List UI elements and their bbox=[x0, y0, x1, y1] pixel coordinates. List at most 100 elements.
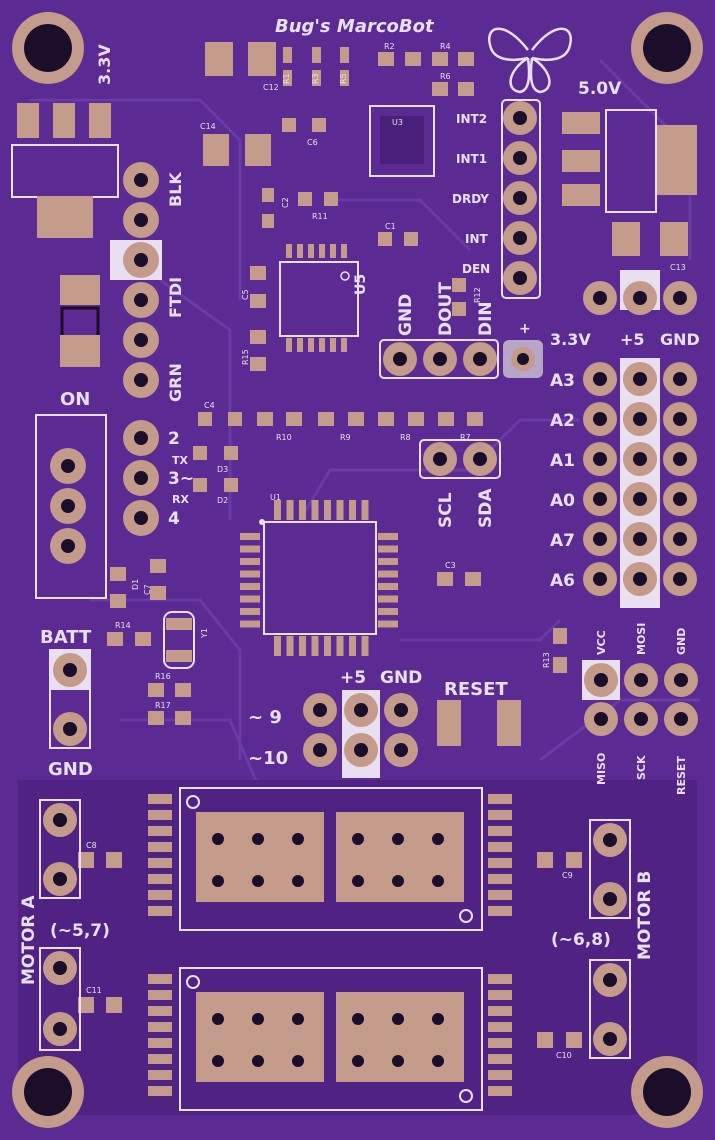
regulator-right bbox=[562, 109, 697, 213]
des-d2: D2 bbox=[217, 496, 228, 505]
label-reset: RESET bbox=[444, 679, 508, 700]
chip-u3 bbox=[369, 105, 435, 177]
crystal-y1 bbox=[163, 611, 195, 669]
label-batt-gnd: GND bbox=[48, 759, 93, 780]
label-analog-a2: A2 bbox=[550, 411, 575, 431]
label-motor-a-pins: (~5,7) bbox=[50, 921, 110, 941]
serial-header bbox=[123, 420, 159, 536]
label-analog-a3: A3 bbox=[550, 371, 575, 391]
analog-header bbox=[583, 358, 697, 608]
imu-header bbox=[501, 99, 541, 299]
des-u1: U1 bbox=[270, 493, 281, 502]
label-scl: SCL bbox=[436, 492, 456, 528]
label-dout: DOUT bbox=[436, 282, 456, 336]
label-isp-vcc: VCC bbox=[595, 630, 608, 655]
label-pin2: 2 bbox=[168, 429, 180, 449]
label-pwm-gnd: GND bbox=[380, 668, 422, 688]
des-c14: C14 bbox=[200, 122, 216, 131]
des-c10: C10 bbox=[556, 1051, 572, 1060]
label-isp-miso: MISO bbox=[595, 753, 608, 785]
label-pin9: ~ 9 bbox=[248, 707, 282, 728]
label-motor-b-pins: (~6,8) bbox=[551, 930, 611, 950]
des-r1: R1 bbox=[282, 73, 291, 84]
battery-connector bbox=[49, 649, 91, 749]
i2c-header bbox=[419, 439, 501, 479]
mounting-holes bbox=[12, 12, 703, 1128]
label-isp-reset: RESET bbox=[675, 756, 688, 795]
motor-a-connectors bbox=[39, 799, 81, 1051]
des-c13: C13 bbox=[670, 263, 686, 272]
label-int1: INT1 bbox=[456, 152, 487, 166]
butterfly-logo-icon bbox=[487, 27, 573, 94]
des-c12: C12 bbox=[263, 83, 279, 92]
des-c3: C3 bbox=[445, 561, 456, 570]
label-int2: INT2 bbox=[456, 112, 487, 126]
label-pin10: ~10 bbox=[248, 748, 288, 769]
ftdi-header bbox=[110, 162, 162, 398]
label-isp-mosi: MOSI bbox=[635, 623, 648, 655]
motor-driver-a bbox=[179, 787, 483, 931]
des-r11: R11 bbox=[312, 212, 328, 221]
des-d1: D1 bbox=[131, 579, 140, 590]
power-switch bbox=[35, 414, 107, 599]
label-analog-a7: A7 bbox=[550, 531, 575, 551]
des-r12: R12 bbox=[473, 287, 482, 303]
status-led bbox=[503, 340, 543, 378]
label-den: DEN bbox=[462, 262, 490, 276]
des-c11: C11 bbox=[86, 986, 102, 995]
label-ftdi: FTDI bbox=[166, 277, 185, 318]
des-u5: U5 bbox=[353, 274, 369, 295]
led-plus-mark: + bbox=[519, 321, 531, 337]
des-c5: C5 bbox=[241, 289, 250, 300]
label-pin3: 3~ bbox=[168, 469, 194, 489]
label-isp-sck: SCK bbox=[635, 755, 648, 780]
label-5v0: 5.0V bbox=[578, 79, 622, 99]
label-sda: SDA bbox=[476, 488, 496, 528]
inductor bbox=[60, 275, 100, 367]
reset-button[interactable] bbox=[437, 700, 521, 746]
label-imu-gnd: GND bbox=[396, 294, 416, 336]
des-d3: D3 bbox=[217, 465, 228, 474]
des-r13: R13 bbox=[542, 652, 551, 668]
motor-b-connectors bbox=[589, 819, 631, 1059]
label-rx: RX bbox=[172, 493, 189, 506]
label-blk: BLK bbox=[166, 172, 185, 207]
chip-u1 bbox=[240, 500, 398, 656]
label-analog-5v: +5 bbox=[620, 330, 645, 349]
label-analog-a0: A0 bbox=[550, 491, 575, 511]
smd-passives bbox=[78, 42, 688, 1048]
des-c4: C4 bbox=[204, 401, 215, 410]
des-c6: C6 bbox=[307, 138, 318, 147]
des-r6: R6 bbox=[440, 72, 451, 81]
isp-header bbox=[582, 660, 698, 736]
label-isp-gnd: GND bbox=[675, 628, 688, 655]
des-r16: R16 bbox=[155, 672, 171, 681]
des-r4: R4 bbox=[440, 42, 451, 51]
label-analog-a6: A6 bbox=[550, 571, 575, 591]
des-c1: C1 bbox=[385, 222, 396, 231]
motor-driver-b bbox=[179, 967, 483, 1111]
label-int: INT bbox=[465, 232, 489, 246]
des-c7: C7 bbox=[143, 584, 152, 595]
label-motor-b: MOTOR B bbox=[635, 871, 655, 960]
label-on: ON bbox=[60, 389, 90, 410]
des-r3: R3 bbox=[311, 73, 320, 84]
des-c2: C2 bbox=[281, 197, 290, 208]
power-header-top bbox=[583, 270, 697, 315]
label-motor-a: MOTOR A bbox=[19, 895, 39, 985]
pwm-header bbox=[303, 690, 418, 778]
des-c9: C9 bbox=[562, 871, 573, 880]
label-3v3: 3.3V bbox=[95, 44, 114, 85]
label-din: DIN bbox=[476, 301, 496, 336]
dout-din-header bbox=[379, 339, 499, 379]
des-r2: R2 bbox=[384, 42, 395, 51]
chip-u5 bbox=[279, 244, 359, 352]
label-grn: GRN bbox=[166, 363, 185, 402]
des-r9: R9 bbox=[340, 433, 351, 442]
des-r8: R8 bbox=[400, 433, 411, 442]
des-r5: R5 bbox=[339, 73, 348, 84]
label-analog-3v3: 3.3V bbox=[550, 330, 591, 349]
des-c8: C8 bbox=[86, 841, 97, 850]
